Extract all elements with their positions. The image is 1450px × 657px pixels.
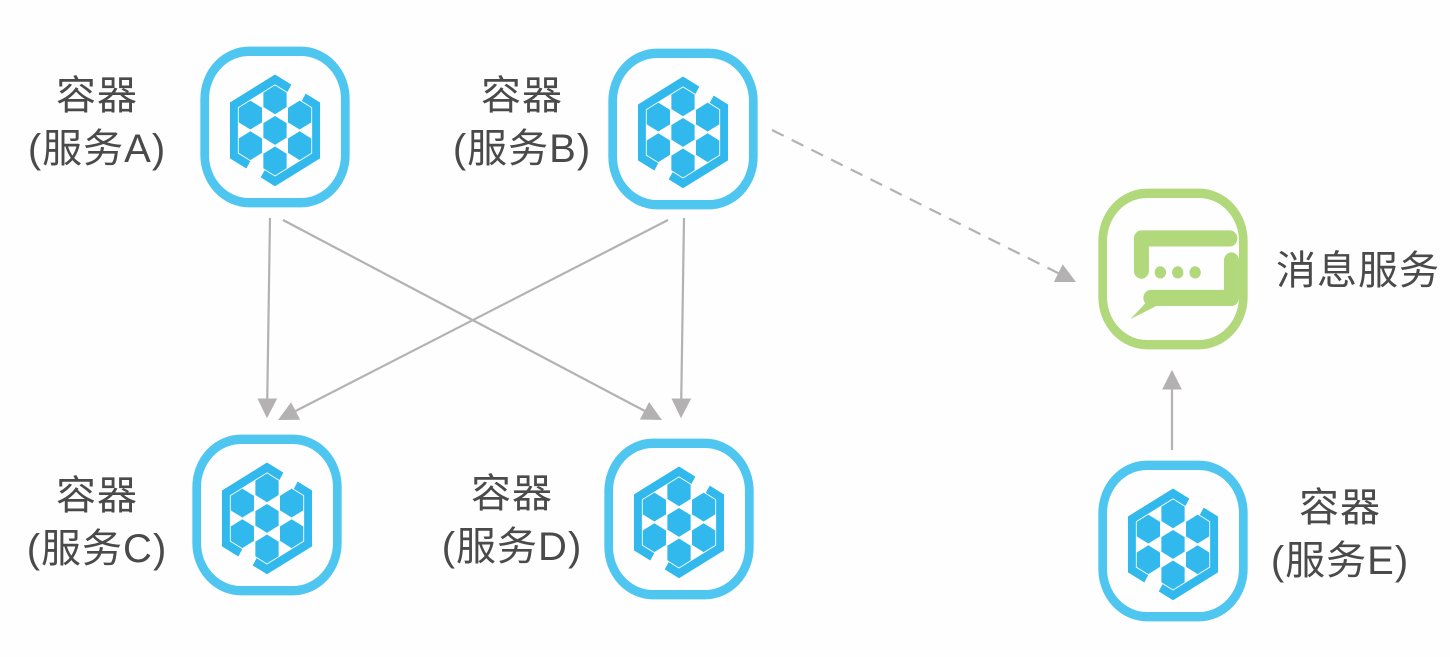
label-container-d-line2: (服务D) xyxy=(441,525,583,569)
label-message-service-text: 消息服务 xyxy=(1276,249,1440,293)
label-container-c: 容器 (服务C) xyxy=(0,470,194,576)
edge-b-to-d xyxy=(671,217,692,419)
container-cube-icon xyxy=(1094,456,1252,626)
label-container-c-line2: (服务C) xyxy=(26,527,168,571)
label-container-a: 容器 (服务A) xyxy=(0,70,194,176)
edge-b-to-c xyxy=(278,219,669,421)
label-message-service: 消息服务 xyxy=(1258,245,1450,298)
label-container-d-line1: 容器 xyxy=(471,472,553,516)
label-container-a-line2: (服务A) xyxy=(27,127,167,171)
label-container-e-line1: 容器 xyxy=(1299,486,1381,530)
container-cube-icon xyxy=(188,430,346,600)
edge-a-to-c xyxy=(257,217,278,419)
label-container-a-line1: 容器 xyxy=(56,74,138,118)
container-cube-icon xyxy=(196,42,354,212)
message-service-icon xyxy=(1094,184,1252,354)
label-container-c-line1: 容器 xyxy=(56,474,138,518)
label-container-e: 容器 (服务E) xyxy=(1240,482,1440,588)
edge-a-to-d xyxy=(282,219,662,421)
label-container-e-line2: (服务E) xyxy=(1270,539,1410,583)
label-container-b: 容器 (服务B) xyxy=(422,70,622,176)
label-container-d: 容器 (服务D) xyxy=(412,468,612,574)
container-cube-icon xyxy=(600,434,758,604)
container-cube-icon xyxy=(604,44,762,214)
label-container-b-line2: (服务B) xyxy=(452,127,592,171)
edge-b-to-message-service xyxy=(771,129,1076,282)
label-container-b-line1: 容器 xyxy=(481,74,563,118)
